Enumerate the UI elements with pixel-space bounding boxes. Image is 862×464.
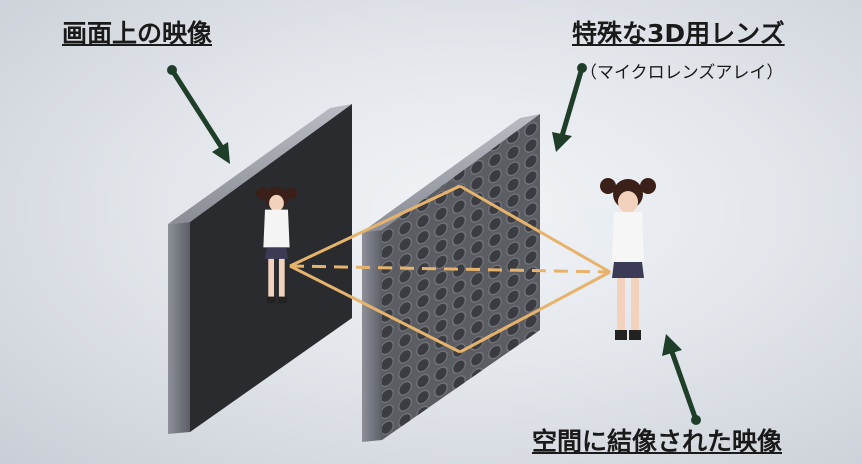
ray-lower-left <box>289 264 461 354</box>
screen-image-label: 画面上の映像 <box>62 19 213 48</box>
ray-center-dashed <box>289 264 611 274</box>
lens-title-label: 特殊な3D用レンズ <box>572 19 785 48</box>
aerial-image-label: 空間に結像された映像 <box>532 427 783 456</box>
screen-panel <box>168 104 352 434</box>
aerial-figure-icon <box>580 178 676 340</box>
light-rays <box>289 184 611 354</box>
ray-upper-right <box>459 184 611 274</box>
ray-lower-right <box>459 270 611 354</box>
arrow-aerial-label <box>662 334 701 425</box>
figure-icon <box>255 186 297 304</box>
arrow-screen-label <box>167 65 230 164</box>
arrow-lens-label <box>552 63 587 152</box>
ray-upper-left <box>289 184 461 268</box>
lens-array-panel <box>362 114 540 442</box>
lens-subtitle-label: （マイクロレンズアレイ） <box>580 63 784 83</box>
